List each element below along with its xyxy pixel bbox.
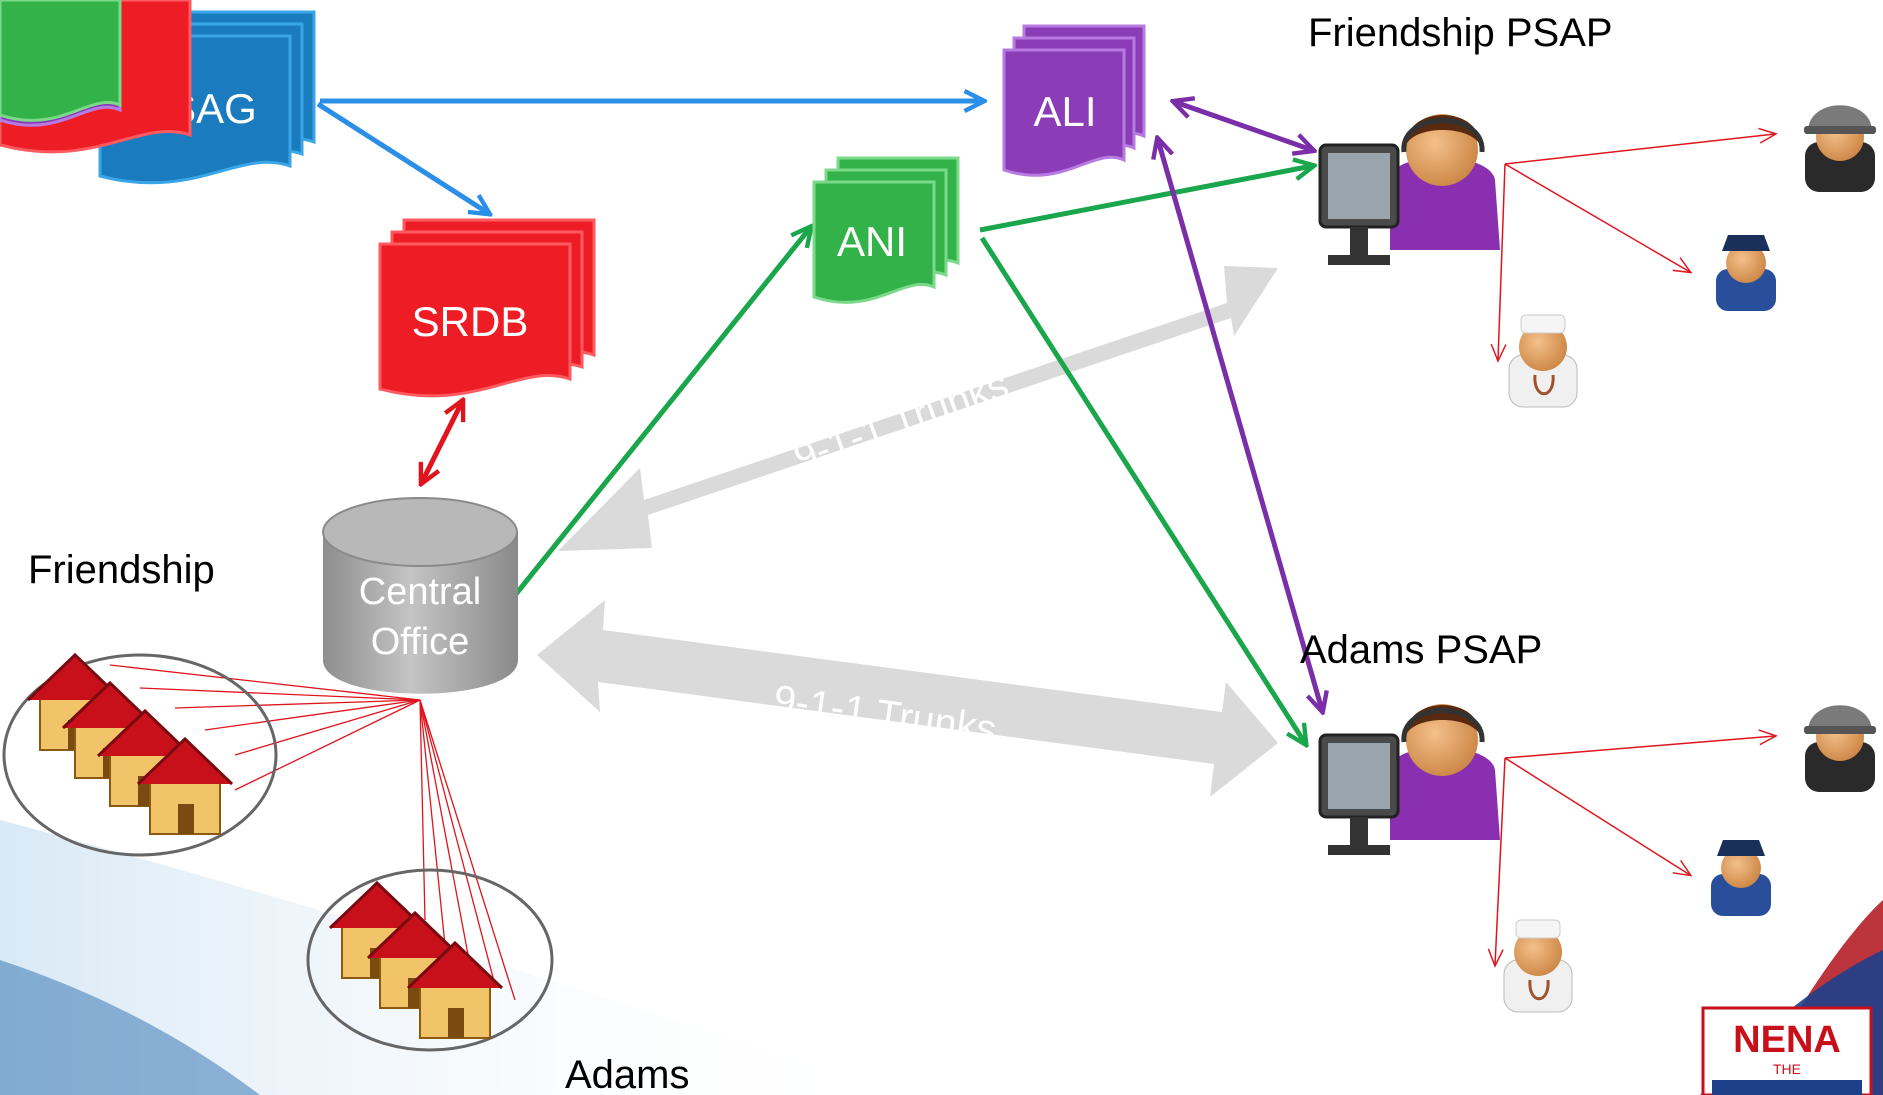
ani-document-icon	[0, 0, 960, 304]
ali-label: ALI	[1033, 88, 1096, 135]
police-officer-icon	[1711, 840, 1771, 916]
msag-links	[316, 101, 982, 213]
adams-label: Adams	[565, 1053, 690, 1095]
adams-psap-label: Adams PSAP	[1300, 628, 1542, 672]
dispatch-lines-friendship	[1490, 127, 1778, 363]
central-office-cylinder-icon	[322, 497, 518, 694]
central-office-line1: Central	[359, 571, 482, 613]
srdb-label: SRDB	[412, 298, 529, 345]
friendship-psap-label: Friendship PSAP	[1308, 11, 1613, 55]
ani-label: ANI	[837, 218, 907, 265]
background-decoration	[0, 820, 1883, 1095]
trunk-upper	[558, 266, 1278, 551]
house-lines	[109, 664, 516, 1001]
srdb-link	[422, 402, 462, 482]
nena-logo: NENA THE	[1701, 1006, 1873, 1095]
firefighter-icon	[1804, 705, 1876, 792]
trunk-lower	[537, 600, 1278, 797]
central-office-line2: Office	[371, 621, 470, 663]
ali-links	[1158, 102, 1322, 710]
friendship-house-group	[2, 652, 278, 857]
friendship-label: Friendship	[28, 548, 215, 592]
trunk-label-upper: 9-1-1 Trunks	[788, 362, 1014, 480]
paramedic-icon	[1503, 919, 1573, 1013]
dispatch-lines-adams	[1487, 729, 1778, 968]
house-icon	[136, 736, 234, 835]
nena-logo-text: NENA	[1733, 1019, 1841, 1061]
house-icon	[406, 940, 504, 1039]
nena-logo-subtext: THE	[1773, 1061, 1801, 1077]
friendship-dispatcher-icon	[1318, 114, 1500, 265]
adams-house-group	[306, 868, 554, 1052]
adams-dispatcher-icon	[1318, 704, 1500, 855]
firefighter-icon	[1804, 105, 1876, 192]
paramedic-icon	[1508, 314, 1578, 408]
police-officer-icon	[1716, 235, 1776, 311]
